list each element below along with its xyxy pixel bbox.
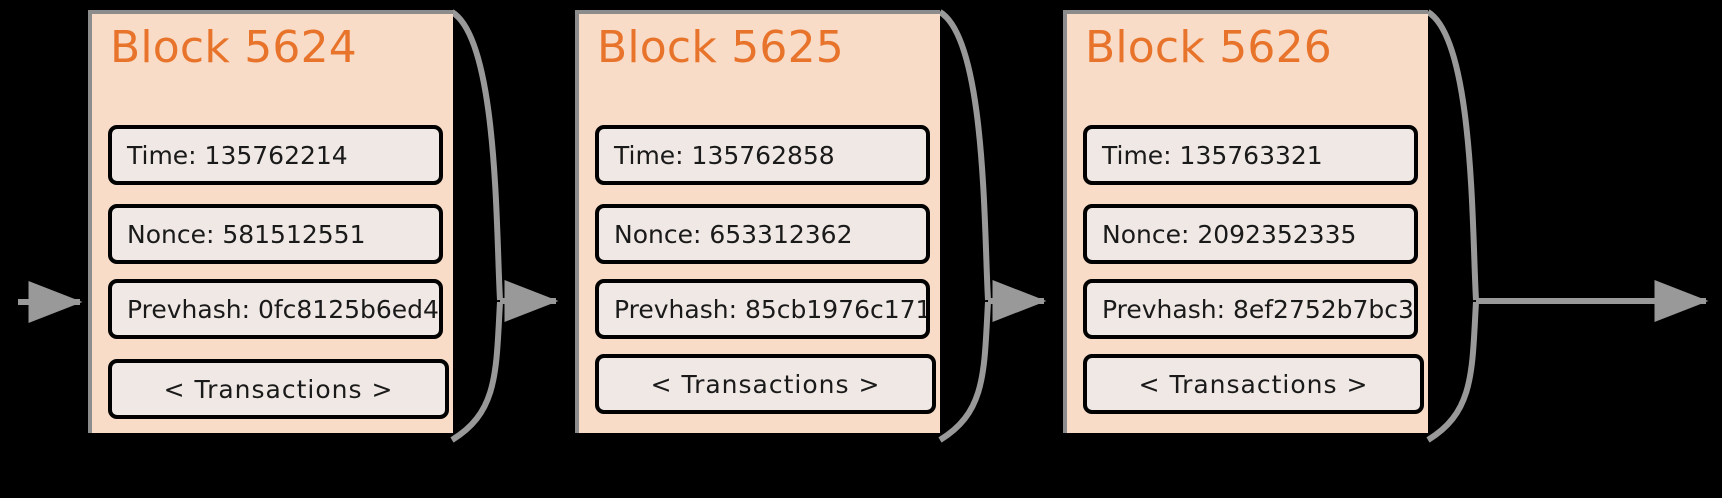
block-title: Block 5624 <box>110 22 357 73</box>
block-field-nonce: Nonce: 581512551 <box>108 204 443 264</box>
block-title: Block 5626 <box>1085 22 1332 73</box>
block-field-prevhash: Prevhash: 8ef2752b7bc3 <box>1083 279 1418 339</box>
connector-block3-outgoing <box>1426 9 1709 443</box>
connector-block2-to-block3 <box>938 9 1047 443</box>
block-field-prevhash: Prevhash: 0fc8125b6ed4 <box>108 279 443 339</box>
block-field-prevhash: Prevhash: 85cb1976c171 <box>595 279 930 339</box>
block-field-time: Time: 135763321 <box>1083 125 1418 185</box>
block-field-transactions[interactable]: < Transactions > <box>595 354 936 414</box>
block-field-transactions[interactable]: < Transactions > <box>1083 354 1424 414</box>
connector-block1-to-block2 <box>450 9 559 443</box>
block-field-time: Time: 135762214 <box>108 125 443 185</box>
block-field-time: Time: 135762858 <box>595 125 930 185</box>
block-field-nonce: Nonce: 653312362 <box>595 204 930 264</box>
block-field-nonce: Nonce: 2092352335 <box>1083 204 1418 264</box>
block-card-0[interactable]: Block 5624 Time: 135762214 Nonce: 581512… <box>88 10 453 433</box>
block-field-transactions[interactable]: < Transactions > <box>108 359 449 419</box>
block-card-2[interactable]: Block 5626 Time: 135763321 Nonce: 209235… <box>1063 10 1428 433</box>
block-title: Block 5625 <box>597 22 844 73</box>
block-card-1[interactable]: Block 5625 Time: 135762858 Nonce: 653312… <box>575 10 940 433</box>
